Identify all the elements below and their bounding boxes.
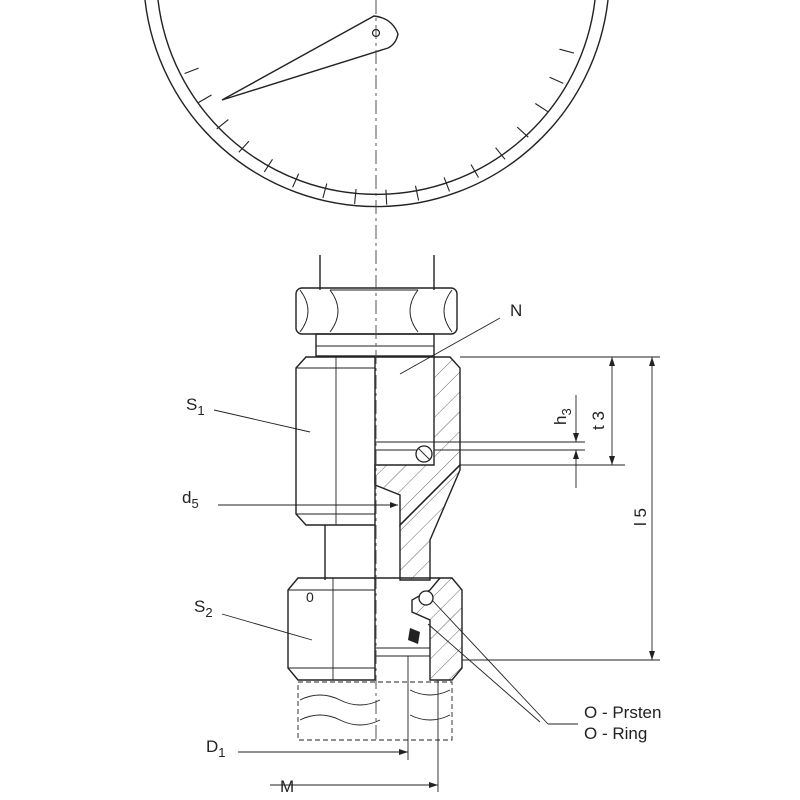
- dial-tick: [495, 147, 506, 160]
- label-s2: S2: [194, 597, 213, 620]
- dimension-lines: [213, 317, 660, 792]
- dial-outer-rim: [144, 0, 609, 208]
- dial-tick: [549, 76, 564, 84]
- lower-nut-s2: [287, 577, 463, 681]
- mating-thread: [297, 681, 453, 741]
- label-t3: t 3: [589, 411, 608, 430]
- dial-tick: [198, 94, 212, 103]
- dial-tick: [238, 140, 250, 153]
- gauge-stem: [319, 255, 435, 290]
- label-o-ring-secondary: O - Ring: [584, 724, 647, 743]
- label-zero-mark: 0: [306, 589, 314, 605]
- dial-tick: [559, 48, 575, 54]
- dial-tick: [516, 126, 529, 138]
- dial-tick: [354, 188, 357, 204]
- upper-hex-nut: [295, 287, 458, 335]
- label-m: M: [280, 777, 294, 796]
- neck: [315, 333, 435, 357]
- dial-tick: [184, 67, 199, 75]
- needle-icon: [221, 15, 399, 101]
- label-h3: h3: [551, 408, 574, 425]
- dial-tick: [385, 189, 388, 205]
- gauge-dial: [144, 0, 609, 208]
- label-s1: S1: [186, 395, 205, 418]
- label-n: N: [510, 301, 522, 320]
- seal-element: [408, 628, 420, 644]
- labels: N S1 d5 S2 0 h3 t 3 l 5 O - Prsten O - R…: [182, 301, 661, 796]
- o-ring-lower: [418, 590, 434, 606]
- section-hatch-lower: [411, 577, 463, 681]
- dial-tick: [216, 119, 229, 130]
- dial-scale-ticks: [184, 48, 575, 205]
- dial-tick: [414, 185, 420, 201]
- label-l5: l 5: [631, 508, 650, 526]
- dial-inner-rim: [157, 0, 596, 196]
- dial-tick: [292, 173, 300, 188]
- label-o-ring-primary: O - Prsten: [584, 703, 661, 722]
- label-d1: D1: [206, 737, 226, 760]
- dial-tick: [470, 164, 479, 178]
- label-d5: d5: [182, 488, 199, 511]
- dial-tick: [322, 183, 328, 199]
- dial-tick: [443, 177, 451, 192]
- dial-tick: [534, 103, 549, 113]
- dial-tick: [263, 159, 273, 173]
